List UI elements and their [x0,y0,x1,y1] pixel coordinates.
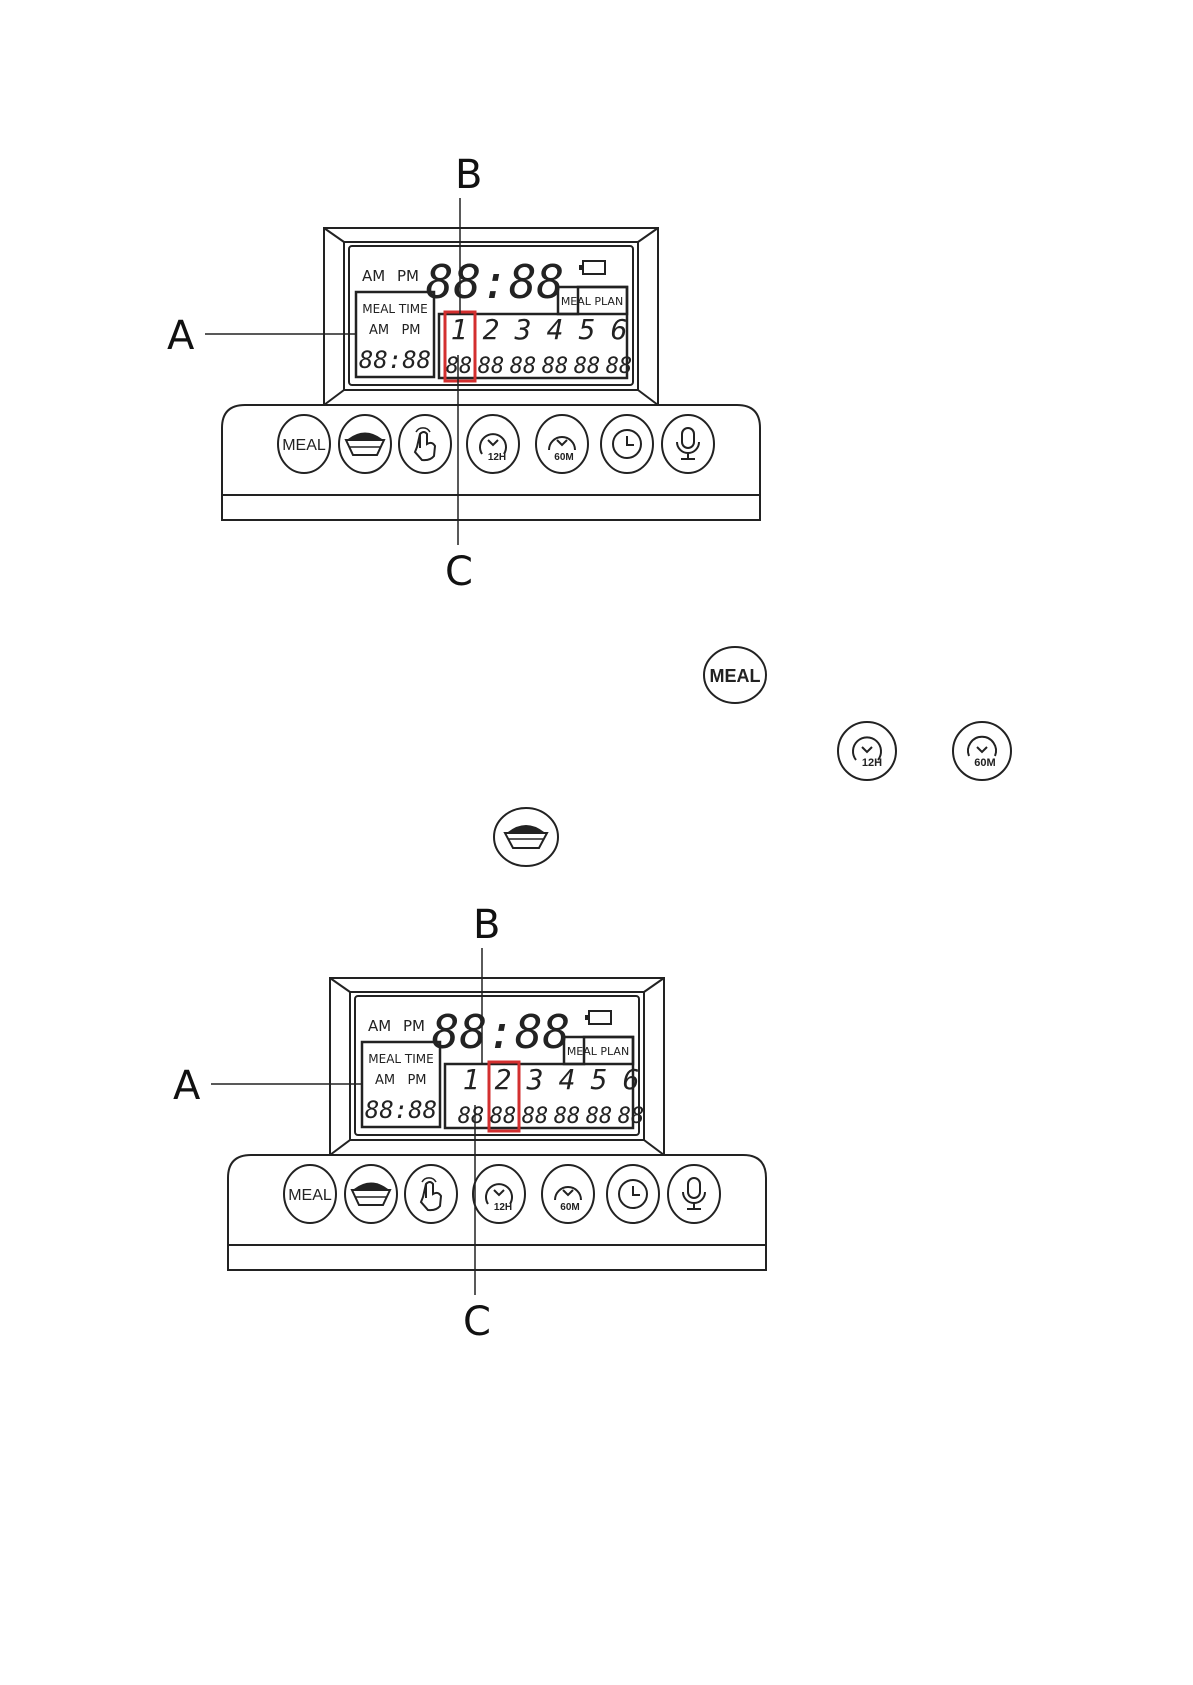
am-indicator: AM [362,267,385,285]
meal-plan-number: 1 [451,313,468,346]
meal-time-label: MEAL TIME [368,1052,433,1066]
svg-text:60M: 60M [560,1202,579,1213]
meal-plan-number: 2 [483,313,500,346]
svg-text:60M: 60M [974,757,995,769]
meal-plan-time: 88 [458,1104,485,1129]
timer-60m-button[interactable]: 60M [542,1165,594,1223]
timer-12h-icon: 12H [836,720,898,782]
clock-button[interactable] [601,415,653,473]
microphone-button[interactable] [668,1165,720,1223]
svg-text:C: C [463,1299,491,1345]
svg-text:MEAL: MEAL [282,437,326,454]
microphone-button[interactable] [662,415,714,473]
meal-time-am: AM [369,323,389,338]
clock-display: 88:88 [426,255,564,309]
timer-60m-button[interactable]: 60M [536,415,588,473]
meal-plan-time: 88 [618,1104,645,1129]
meal-plan-number: 3 [514,313,532,346]
meal-plan-number: 6 [623,1063,640,1096]
meal-time-am: AM [375,1073,395,1088]
meal-plan-time: 88 [586,1104,613,1129]
meal-time-value: 88:88 [365,1096,437,1124]
meal-plan-time: 88 [574,354,601,379]
pm-indicator: PM [403,1017,425,1035]
am-indicator: AM [368,1017,391,1035]
meal-button[interactable]: MEAL [284,1165,336,1223]
svg-text:B: B [473,902,500,948]
svg-text:C: C [445,549,473,595]
svg-text:MEAL: MEAL [288,1187,332,1204]
meal-plan-number: 4 [547,313,564,346]
bowl-icon [492,806,560,868]
meal-plan-number: 6 [611,313,628,346]
touch-button[interactable] [405,1165,457,1223]
svg-text:12H: 12H [488,452,506,463]
feeder-display-diagram: AM PM 88:88 MEAL TIME AM PM 88:88 MEAL P… [0,150,1193,590]
meal-button[interactable]: MEAL [278,415,330,473]
meal-time-value: 88:88 [359,346,431,374]
meal-plan-number: 5 [591,1063,608,1096]
svg-text:12H: 12H [862,757,882,769]
meal-plan-label: MEAL PLAN [567,1045,629,1058]
feeder-display-diagram: AM PM 88:88 MEAL TIME AM PM 88:88 MEAL P… [0,900,1193,1340]
timer-12h-button[interactable]: 12H [467,415,519,473]
bowl-button[interactable] [345,1165,397,1223]
clock-display: 88:88 [432,1005,570,1059]
svg-text:MEAL: MEAL [710,666,761,686]
meal-plan-number: 2 [495,1063,512,1096]
meal-plan-number: 4 [559,1063,576,1096]
meal-plan-time: 88 [606,354,633,379]
bowl-button[interactable] [339,415,391,473]
meal-plan-label: MEAL PLAN [561,295,623,308]
meal-plan-number: 1 [463,1063,480,1096]
svg-text:60M: 60M [554,452,573,463]
meal-time-pm: PM [401,323,420,338]
meal-plan-number: 5 [579,313,596,346]
meal-plan-time: 88 [554,1104,581,1129]
clock-button[interactable] [607,1165,659,1223]
svg-text:B: B [455,152,482,198]
meal-plan-time: 88 [510,354,537,379]
pm-indicator: PM [397,267,419,285]
diagram-figure-2: AM PM 88:88 MEAL TIME AM PM 88:88 MEAL P… [0,900,1193,1340]
meal-button-icon: MEAL [702,645,768,705]
meal-plan-time: 88 [490,1104,517,1129]
svg-text:A: A [167,313,195,359]
diagram-figure-1: AM PM 88:88 MEAL TIME AM PM 88:88 MEAL P… [0,150,1193,590]
meal-plan-time: 88 [446,354,473,379]
timer-60m-icon: 60M [951,720,1013,782]
svg-text:A: A [173,1063,201,1109]
meal-time-label: MEAL TIME [362,302,427,316]
meal-time-pm: PM [407,1073,426,1088]
timer-12h-button[interactable]: 12H [473,1165,525,1223]
meal-plan-number: 3 [526,1063,544,1096]
svg-text:12H: 12H [494,1202,512,1213]
touch-button[interactable] [399,415,451,473]
meal-plan-time: 88 [542,354,569,379]
meal-plan-time: 88 [478,354,505,379]
meal-plan-time: 88 [522,1104,549,1129]
